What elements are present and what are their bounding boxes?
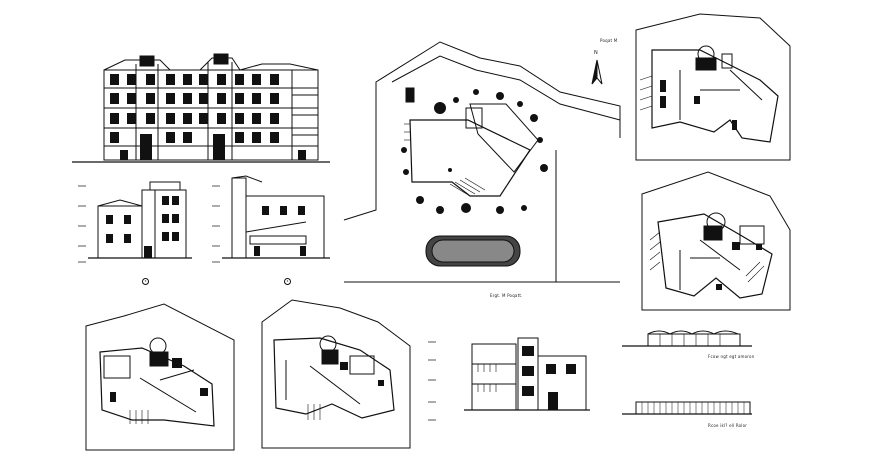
side-elevation-a	[78, 181, 192, 263]
floor-plan-4	[261, 299, 411, 449]
side-elevation-b-marker: 4	[284, 278, 291, 285]
floor-plan-3	[85, 303, 235, 451]
side-elevation-b	[212, 175, 330, 263]
rear-elevation	[428, 337, 590, 421]
fence-elevation-1-label: Fcow ngt egt amoron	[708, 354, 755, 359]
north-arrow-label: N	[594, 50, 598, 56]
fence-elevation-2-label: Rcoe ikl? ell Rolor	[708, 423, 748, 428]
fence-elevation-2	[622, 401, 752, 415]
front-elevation	[72, 53, 330, 163]
site-plan-top-label: Poqat M	[600, 38, 618, 43]
floor-plan-1	[635, 13, 791, 161]
floor-plan-2	[641, 171, 791, 311]
side-elevation-a-marker: 3	[142, 278, 149, 285]
site-plan	[343, 41, 621, 283]
site-plan-title: Ergt. M Poqatt.	[490, 293, 523, 298]
fence-elevation-1	[622, 330, 752, 347]
